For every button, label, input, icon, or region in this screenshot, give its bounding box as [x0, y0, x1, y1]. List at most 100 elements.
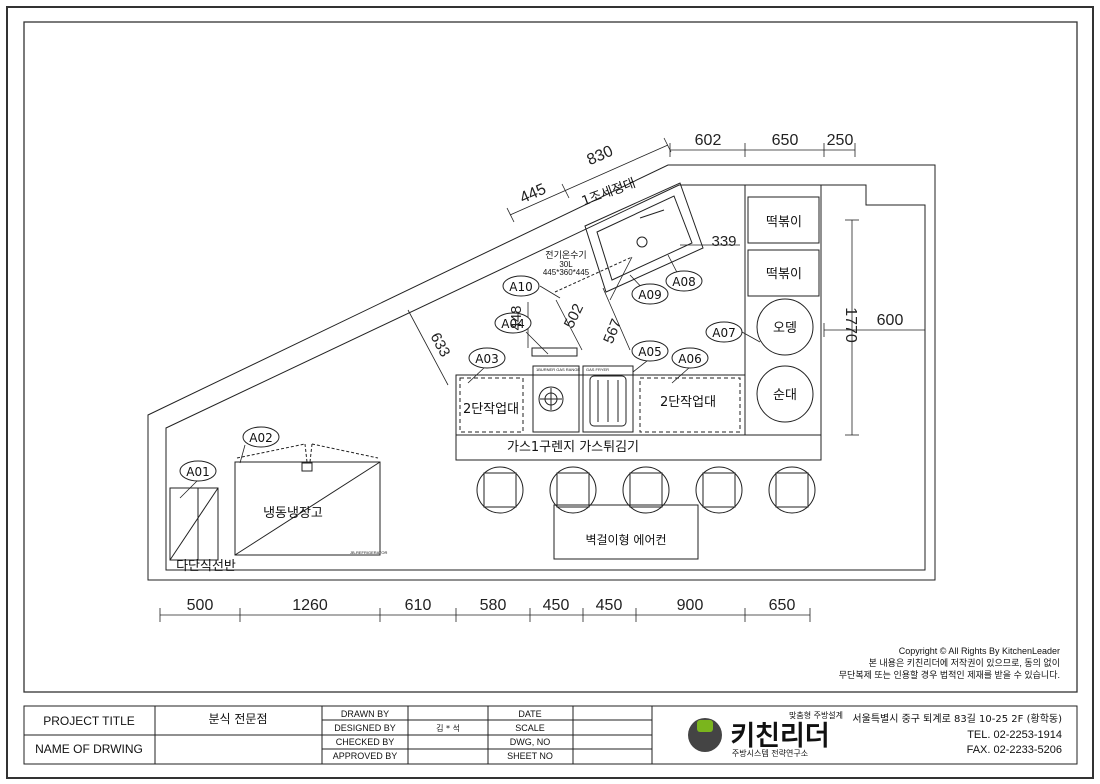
code-a03-bubble — [468, 347, 506, 369]
burner-icon — [538, 386, 564, 412]
work-table-right-outline — [639, 377, 741, 433]
company-logo: 키친리더 맞춤형 주방설계 주방시스템 전략연구소 — [688, 710, 843, 758]
tag-range: 1BURNER GAS RANGE — [536, 367, 580, 372]
copyright-notice: Copyright © All Rights By KitchenLeader … — [839, 646, 1060, 680]
dim-bottom-8: 650 — [769, 597, 796, 614]
water-heater-line3: 445*360*445 — [543, 268, 590, 277]
dim-bottom-7: 900 — [677, 597, 704, 614]
label-tteokbokki-1: 떡볶이 — [766, 215, 802, 230]
outer-wall — [147, 164, 936, 581]
multi-shelf — [169, 487, 219, 561]
stool-5 — [768, 466, 816, 514]
company-contact: 서울특별시 중구 퇴계로 83길 10-25 2F (황학동) TEL. 02-… — [852, 712, 1062, 756]
designed-by-label: DESIGNED BY — [334, 723, 396, 733]
sink-outline — [584, 182, 704, 293]
dim-bottom-3: 610 — [405, 597, 432, 614]
work-table-left-outline — [459, 377, 524, 433]
code-a09: A09 — [638, 288, 661, 302]
code-a06-bubble — [671, 347, 709, 369]
code-a05-bubble — [631, 340, 669, 362]
stools — [476, 466, 816, 514]
drawn-by-label: DRAWN BY — [341, 709, 389, 719]
gas-range-body — [532, 365, 580, 433]
copyright-line3: 무단복제 또는 인용할 경우 법적인 제재를 받을 수 있습니다. — [839, 669, 1060, 680]
freezer-fridge — [234, 443, 381, 556]
tteokbokki-1-box — [747, 196, 820, 244]
company-subtitle: 주방시스템 전략연구소 — [732, 748, 808, 758]
code-a01-bubble — [179, 460, 217, 482]
stool-1 — [476, 466, 524, 514]
company-name: 키친리더 — [730, 721, 829, 752]
shelf-body — [169, 487, 219, 561]
code-a06: A06 — [678, 352, 701, 366]
range-pipe — [531, 347, 578, 357]
dwg-no-label: DWG, NO — [510, 737, 551, 747]
scale-label: SCALE — [515, 723, 545, 733]
logo-mark-icon — [688, 718, 722, 752]
code-a02-bubble — [242, 426, 280, 448]
dim-bottom-1: 500 — [187, 597, 214, 614]
dim-633: 633 — [427, 330, 454, 360]
date-label: DATE — [518, 709, 541, 719]
approved-by-label: APPROVED BY — [333, 751, 398, 761]
label-work-table-right: 2단작업대 — [660, 395, 716, 410]
dimension-lines — [159, 137, 926, 622]
project-title-value: 분식 전문점 — [208, 712, 267, 726]
code-a04: A04 — [501, 317, 524, 331]
dim-bottom-4: 580 — [480, 597, 507, 614]
label-sundae: 순대 — [773, 388, 797, 403]
code-a08: A08 — [672, 275, 695, 289]
dim-bottom-2: 1260 — [292, 597, 328, 614]
freezer-handle — [301, 462, 313, 472]
dim-top-1: 602 — [695, 132, 722, 149]
code-a10: A10 — [509, 280, 532, 294]
freezer-diagonal — [234, 461, 381, 556]
sheet-border — [6, 6, 1094, 779]
stool-4 — [695, 466, 743, 514]
tag-fryer: GAS FRYER — [586, 367, 609, 372]
equipment-labels: 1조세정대 떡볶이 떡볶이 오뎅 순대 2단작업대 2단작업대 가스1구렌지 가… — [176, 176, 802, 574]
code-a03: A03 — [475, 352, 498, 366]
designer-name: 김 * 석 — [436, 723, 460, 733]
dim-right-1770: 1770 — [842, 307, 859, 343]
code-a07-bubble — [705, 321, 743, 343]
freezer-body — [234, 461, 381, 556]
project-title-label: PROJECT TITLE — [43, 714, 135, 728]
label-shelf: 다단식선반 — [176, 559, 236, 574]
counter-top-edge — [455, 434, 822, 461]
stool-3 — [622, 466, 670, 514]
code-a02: A02 — [249, 431, 272, 445]
code-a07: A07 — [712, 326, 735, 340]
dim-top-2: 650 — [772, 132, 799, 149]
dim-diag-2: 830 — [585, 143, 616, 169]
drawing-frame — [23, 21, 1078, 693]
aircon-unit — [553, 504, 699, 560]
company-fax: FAX. 02-2233-5206 — [967, 744, 1062, 756]
logo-mark-green — [697, 720, 713, 732]
fryer-basket-icon — [589, 375, 627, 427]
water-heater-line1: 전기온수기 — [545, 250, 586, 260]
dim-448: 448 — [508, 305, 525, 330]
dim-bottom-6: 450 — [596, 597, 623, 614]
title-block — [23, 705, 1078, 765]
code-a08-bubble — [665, 270, 703, 292]
dim-diag-1: 445 — [518, 181, 549, 207]
copyright-line1: Copyright © All Rights By KitchenLeader — [899, 646, 1060, 656]
sink-drain-icon — [636, 236, 648, 248]
equipment-codes: A01 A02 A03 A04 A05 A06 A07 A08 A09 A10 — [179, 270, 743, 482]
dim-339: 339 — [711, 233, 736, 250]
inner-wall — [165, 184, 926, 571]
label-oden: 오뎅 — [773, 321, 797, 336]
stool-2 — [549, 466, 597, 514]
label-tteokbokki-2: 떡볶이 — [766, 267, 802, 282]
checked-by-label: CHECKED BY — [336, 737, 395, 747]
code-a05: A05 — [638, 345, 661, 359]
floor-plan — [147, 164, 936, 581]
label-freezer: 냉동냉장고 — [263, 506, 323, 521]
drawing-name-label: NAME OF DRWING — [35, 742, 143, 756]
company-slogan: 맞춤형 주방설계 — [789, 710, 843, 720]
dim-right-600: 600 — [877, 312, 904, 329]
label-sink: 1조세정대 — [580, 176, 638, 209]
gas-fryer-body — [582, 365, 634, 433]
